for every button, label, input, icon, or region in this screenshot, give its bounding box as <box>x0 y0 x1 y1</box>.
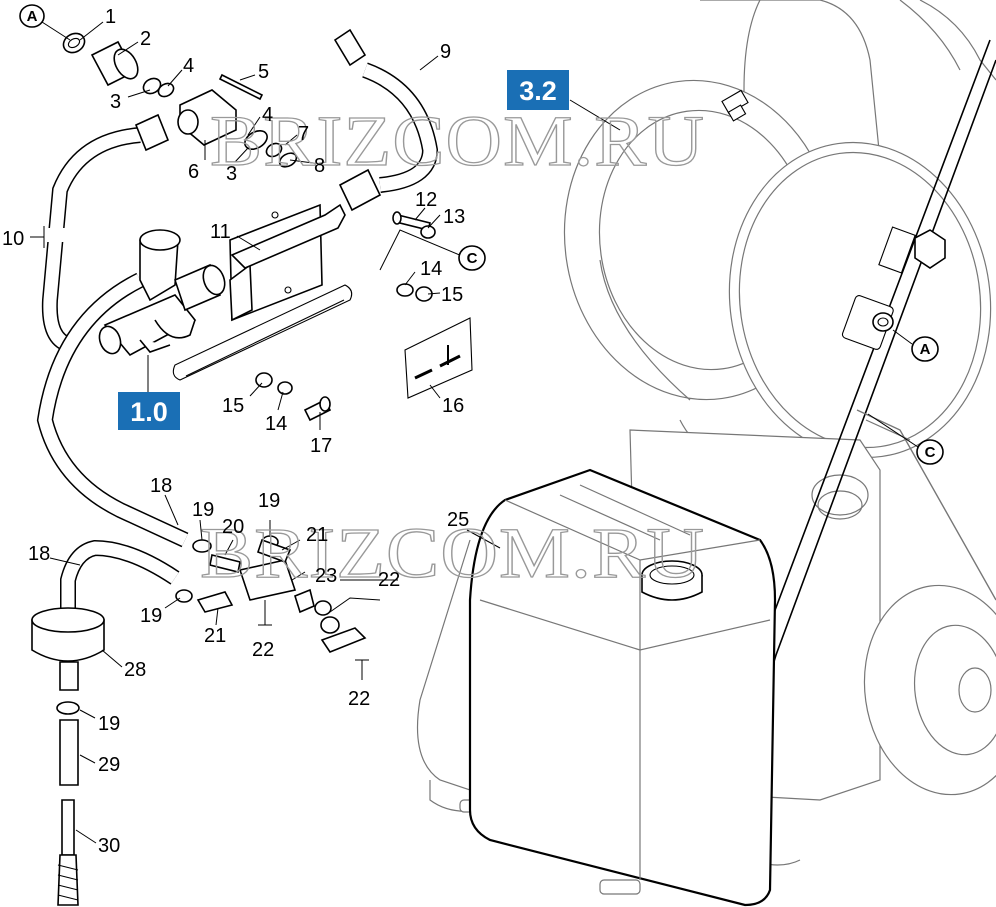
callout-numbers: 1 2 3 4 5 4 7 6 3 8 9 10 11 12 13 14 15 … <box>2 6 469 857</box>
detergent-container <box>468 468 777 907</box>
callout-8: 8 <box>314 155 325 177</box>
svg-text:C: C <box>467 250 478 267</box>
watermark-top: BRIZCOM.RU <box>210 101 705 181</box>
ref-marker-a-top: A <box>19 4 45 28</box>
callout-22b: 22 <box>252 639 274 661</box>
reel-fitting <box>721 89 749 122</box>
callout-11: 11 <box>210 221 231 243</box>
callout-10: 10 <box>2 228 24 250</box>
label-plate <box>404 317 473 399</box>
section-badge-1-0: 1.0 <box>118 392 180 430</box>
callout-22a: 22 <box>378 569 400 591</box>
callout-14b: 14 <box>265 413 287 435</box>
callout-16: 16 <box>442 395 464 417</box>
callout-3b: 3 <box>226 163 237 185</box>
callout-7: 7 <box>298 123 309 145</box>
callout-4b: 4 <box>262 104 273 126</box>
callout-23: 23 <box>315 565 337 587</box>
fasteners <box>255 211 436 422</box>
callout-18b: 18 <box>28 543 50 565</box>
callout-3: 3 <box>110 91 121 113</box>
callout-6: 6 <box>188 161 199 183</box>
callout-5: 5 <box>258 61 269 83</box>
hoses <box>36 55 439 625</box>
upper-parts <box>62 28 382 212</box>
suction-assembly <box>31 607 105 906</box>
bracket-plate <box>172 203 353 381</box>
watermark-bottom: BRIZCOM.RU <box>200 513 705 593</box>
callout-29: 29 <box>98 754 120 776</box>
svg-text:A: A <box>27 8 38 25</box>
callout-12: 12 <box>415 189 437 211</box>
callout-9: 9 <box>440 41 451 63</box>
callout-21b: 21 <box>204 625 226 647</box>
callout-22c: 22 <box>348 688 370 710</box>
leader-lines <box>30 21 919 844</box>
callout-30: 30 <box>98 835 120 857</box>
callout-13: 13 <box>443 206 465 228</box>
callout-14: 14 <box>420 258 442 280</box>
callout-1: 1 <box>105 6 116 28</box>
callout-21: 21 <box>306 524 328 546</box>
callout-25: 25 <box>447 509 469 531</box>
callout-2: 2 <box>140 28 151 50</box>
ref-marker-a-right: A <box>911 336 939 362</box>
svg-text:3.2: 3.2 <box>519 76 557 106</box>
svg-text:1.0: 1.0 <box>130 397 168 427</box>
valve-assembly <box>175 535 367 653</box>
callout-19d: 19 <box>98 713 120 735</box>
callout-19c: 19 <box>140 605 162 627</box>
ref-marker-c-mid: C <box>458 245 486 271</box>
callout-18: 18 <box>150 475 172 497</box>
callout-20: 20 <box>222 516 244 538</box>
callout-15b: 15 <box>222 395 244 417</box>
svg-text:C: C <box>925 444 936 461</box>
svg-text:A: A <box>920 341 931 358</box>
callout-17: 17 <box>310 435 332 457</box>
ref-marker-c-right: C <box>916 439 944 465</box>
section-badge-3-2: 3.2 <box>507 70 569 110</box>
detergent-injector <box>98 229 226 357</box>
callout-4: 4 <box>183 55 194 77</box>
callout-19a: 19 <box>192 499 214 521</box>
callout-19b: 19 <box>258 490 280 512</box>
callout-15: 15 <box>441 284 463 306</box>
callout-28: 28 <box>124 659 146 681</box>
